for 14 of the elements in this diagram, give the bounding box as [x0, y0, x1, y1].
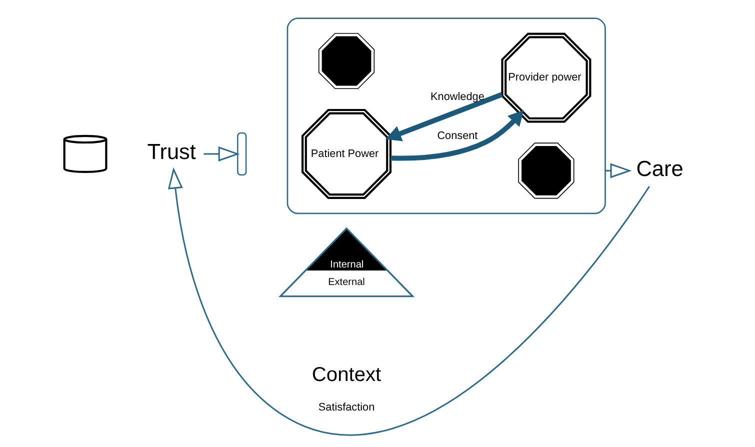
arrow — [204, 146, 240, 162]
node-gear — [518, 142, 574, 199]
node-text: Trust — [147, 139, 196, 164]
arrow — [168, 167, 650, 436]
node-text: Care — [636, 156, 684, 181]
edge-label: Knowledge — [430, 90, 484, 103]
node-gear — [318, 32, 375, 90]
arrow — [605, 163, 632, 178]
node-label: Context — [312, 364, 382, 386]
node-box — [237, 132, 247, 176]
edge-label: Consent — [437, 130, 478, 142]
edge-label: Satisfaction — [318, 402, 375, 414]
arrow — [390, 110, 524, 161]
arrow — [386, 92, 503, 142]
